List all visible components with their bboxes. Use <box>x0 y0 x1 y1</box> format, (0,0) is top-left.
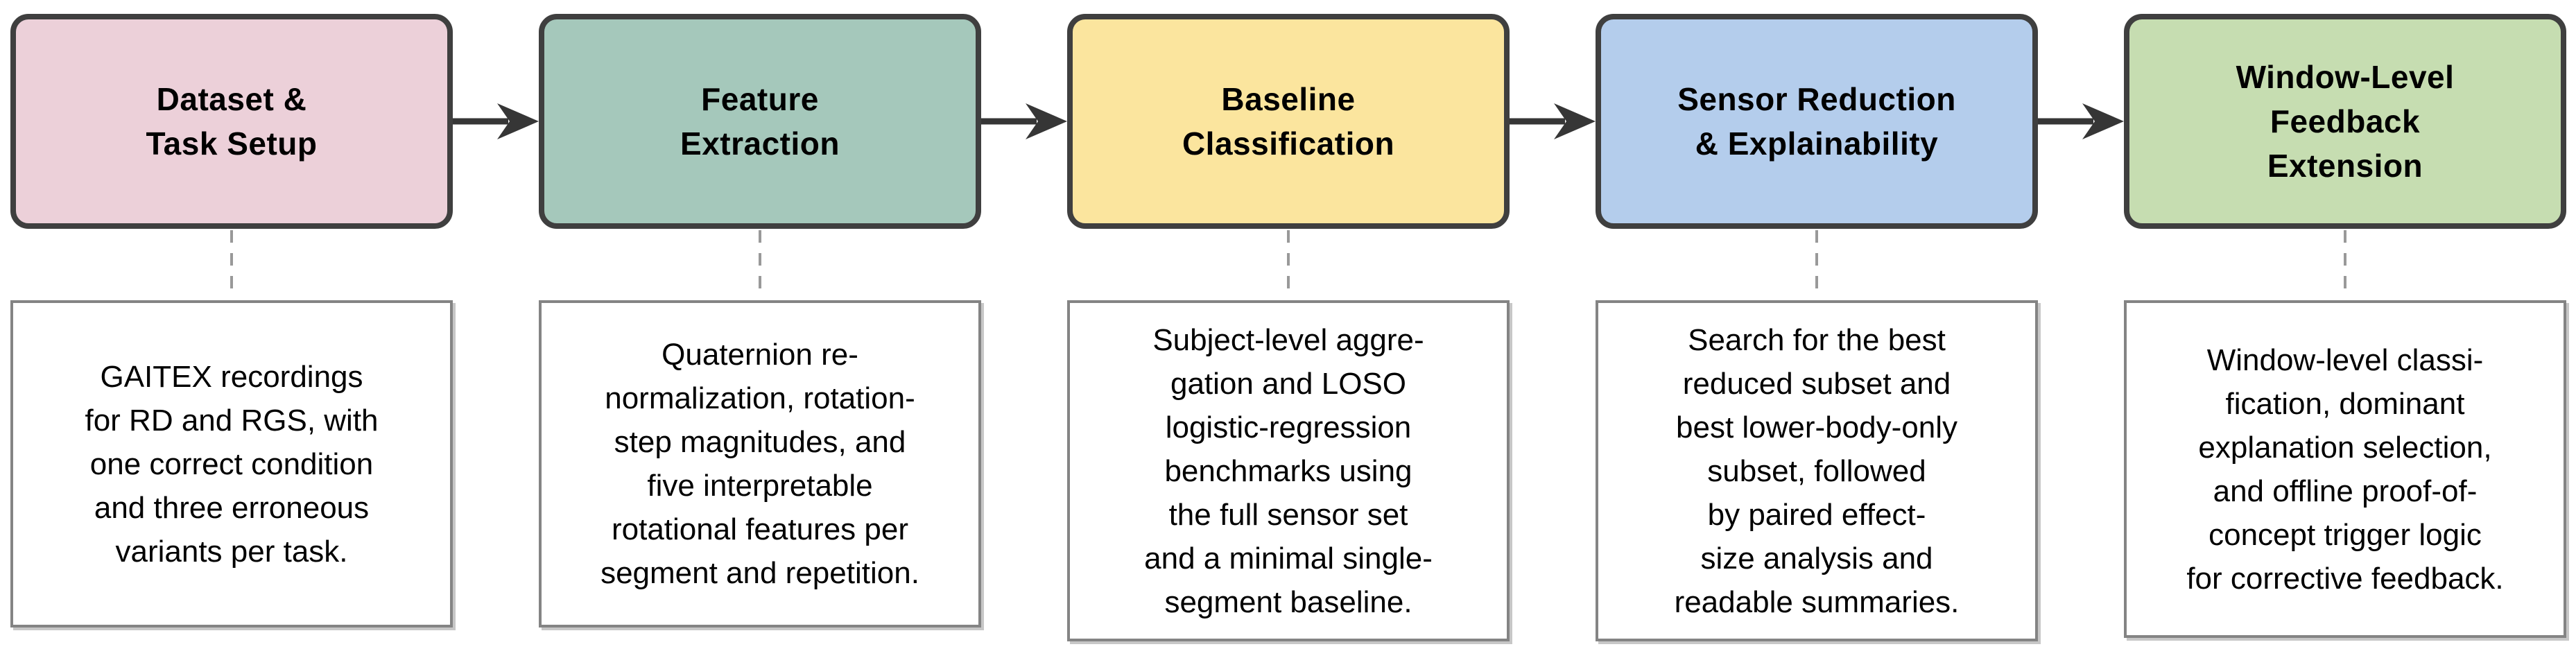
stage-box-feature-extraction: Feature Extraction <box>539 14 981 229</box>
stage-title: Window-Level Feedback Extension <box>2236 59 2455 184</box>
stage-description-box: GAITEX recordings for RD and RGS, with o… <box>10 300 453 628</box>
flow-arrow-icon <box>2038 103 2124 139</box>
stage-title: Sensor Reduction & Explainability <box>1677 81 1956 162</box>
arrow-head <box>1554 103 1596 139</box>
flow-arrow-icon <box>1510 103 1596 139</box>
stage-description-box: Search for the best reduced subset and b… <box>1596 300 2038 641</box>
pipeline-column-5: Window-Level Feedback Extension Window-l… <box>2124 0 2566 649</box>
flow-arrow-icon <box>453 103 539 139</box>
arrow-head <box>2082 103 2124 139</box>
stage-title: Baseline Classification <box>1182 81 1395 162</box>
dashed-connector-line <box>759 230 761 299</box>
stage-description-text: Subject-level aggre- gation and LOSO log… <box>1144 322 1433 619</box>
stage-description-box: Subject-level aggre- gation and LOSO log… <box>1067 300 1510 641</box>
stage-description-text: GAITEX recordings for RD and RGS, with o… <box>85 359 379 569</box>
pipeline-column-1: Dataset & Task Setup GAITEX recordings f… <box>10 0 453 649</box>
stage-description-box: Window-level classi- fication, dominant … <box>2124 300 2566 638</box>
stage-box-dataset-task-setup: Dataset & Task Setup <box>10 14 453 229</box>
dashed-connector-line <box>1287 230 1290 299</box>
arrow-head <box>497 103 539 139</box>
stage-description-box: Quaternion re- normalization, rotation- … <box>539 300 981 628</box>
pipeline-column-2: Feature Extraction Quaternion re- normal… <box>539 0 981 649</box>
flow-arrow-icon <box>981 103 1067 139</box>
stage-description-text: Quaternion re- normalization, rotation- … <box>600 338 919 590</box>
dashed-connector-line <box>230 230 233 299</box>
dashed-connector-line <box>2344 230 2346 299</box>
pipeline-column-4: Sensor Reduction & Explainability Search… <box>1596 0 2038 649</box>
stage-title: Feature Extraction <box>680 81 840 162</box>
stage-title: Dataset & Task Setup <box>146 81 318 162</box>
stage-description-text: Search for the best reduced subset and b… <box>1674 322 1960 619</box>
stage-box-baseline-classification: Baseline Classification <box>1067 14 1510 229</box>
dashed-connector-line <box>1815 230 1818 299</box>
stage-box-window-level-feedback-extension: Window-Level Feedback Extension <box>2124 14 2566 229</box>
pipeline-column-3: Baseline Classification Subject-level ag… <box>1067 0 1510 649</box>
arrow-head <box>1026 103 1067 139</box>
stage-box-sensor-reduction-explainability: Sensor Reduction & Explainability <box>1596 14 2038 229</box>
stage-description-text: Window-level classi- fication, dominant … <box>2186 343 2504 596</box>
